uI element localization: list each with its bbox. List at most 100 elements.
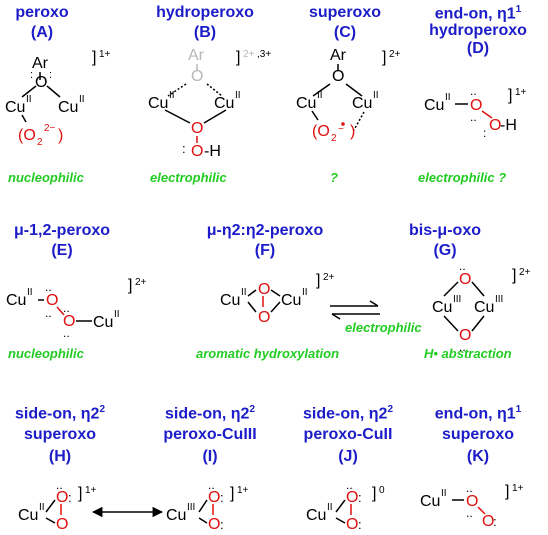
- svg-text:Cu: Cu: [220, 292, 240, 309]
- label-a: (A): [30, 24, 54, 41]
- title-end-on-superoxo-2: superoxo: [441, 426, 514, 443]
- svg-text::: :: [30, 69, 33, 81]
- svg-text:Cu: Cu: [424, 97, 444, 114]
- svg-text:II: II: [169, 90, 175, 101]
- svg-text::: :: [493, 514, 497, 529]
- svg-text:II: II: [114, 309, 120, 320]
- svg-text:..: ..: [459, 340, 466, 354]
- svg-text:II: II: [79, 94, 85, 105]
- svg-text:]: ]: [316, 272, 320, 289]
- svg-text::: :: [483, 126, 486, 140]
- label-e: (E): [51, 242, 73, 259]
- svg-text:..: ..: [466, 481, 473, 495]
- svg-text:O: O: [459, 271, 471, 288]
- svg-text:II: II: [317, 90, 323, 101]
- svg-text:0: 0: [379, 485, 385, 496]
- svg-text:O: O: [63, 313, 75, 330]
- svg-text:2+: 2+: [519, 267, 531, 278]
- svg-text:II: II: [241, 287, 247, 298]
- svg-text::: :: [220, 490, 224, 505]
- svg-text:1+: 1+: [85, 485, 97, 496]
- label-b: (B): [193, 24, 217, 41]
- label-c: (C): [333, 24, 357, 41]
- svg-text:O: O: [46, 292, 58, 309]
- svg-text:]: ]: [372, 485, 376, 502]
- svg-text:II: II: [235, 90, 241, 101]
- svg-text:Cu: Cu: [93, 314, 113, 331]
- svg-text:−: −: [338, 124, 344, 135]
- svg-text:,3+: ,3+: [257, 49, 271, 60]
- label-j: (J): [338, 448, 358, 465]
- svg-text:Cu: Cu: [214, 95, 234, 112]
- svg-text::: :: [220, 517, 224, 532]
- svg-text:Ar: Ar: [188, 47, 205, 64]
- svg-text:O: O: [258, 281, 270, 298]
- svg-text:(O: (O: [18, 127, 36, 144]
- svg-text:O: O: [459, 327, 471, 344]
- svg-text:1+: 1+: [515, 87, 527, 98]
- equilibrium-label: electrophilic: [345, 320, 422, 335]
- svg-text:..: ..: [459, 259, 466, 273]
- svg-text:Ar: Ar: [330, 47, 347, 64]
- svg-text:Ar: Ar: [32, 55, 49, 72]
- equilibrium-arrows: [330, 300, 380, 320]
- svg-text:..: ..: [45, 306, 52, 320]
- svg-text:..: ..: [45, 280, 52, 294]
- svg-text:O: O: [191, 68, 203, 85]
- svg-text:Cu: Cu: [432, 299, 452, 316]
- title-side-on-peroxo-cu2: side-on, η22: [302, 404, 393, 423]
- svg-text:2: 2: [37, 137, 43, 148]
- svg-text:Cu: Cu: [18, 507, 38, 524]
- svg-text:2+: 2+: [243, 49, 255, 60]
- svg-text:Cu: Cu: [5, 99, 25, 116]
- svg-text:..: ..: [346, 478, 353, 492]
- svg-text:]: ]: [128, 277, 132, 294]
- svg-text:Cu: Cu: [474, 299, 494, 316]
- title-side-on-superoxo: side-on, η22: [14, 404, 105, 423]
- svg-text:2: 2: [331, 133, 337, 144]
- svg-text:O: O: [332, 68, 344, 85]
- title-mu-eta-peroxo: μ-η2:η2-peroxo: [206, 222, 324, 239]
- svg-text:]: ]: [508, 87, 512, 104]
- title-side-on-peroxo-cu3-2: peroxo-CuIII: [163, 426, 257, 443]
- svg-text:(O: (O: [312, 123, 330, 140]
- label-d: (D): [466, 40, 490, 57]
- svg-text:O: O: [35, 74, 47, 91]
- svg-text:II: II: [327, 502, 333, 513]
- note-d-electrophilic: electrophilic ?: [418, 170, 507, 185]
- title-hydroperoxo: hydroperoxo: [156, 4, 254, 21]
- svg-text:II: II: [302, 287, 308, 298]
- svg-text:-H: -H: [204, 143, 221, 160]
- label-h: (H): [48, 448, 72, 465]
- svg-text:O: O: [346, 516, 358, 533]
- svg-text:1+: 1+: [237, 485, 249, 496]
- svg-text:..: ..: [470, 84, 477, 98]
- svg-text:O: O: [191, 120, 203, 137]
- svg-text:..: ..: [56, 478, 63, 492]
- svg-text:II: II: [27, 287, 33, 298]
- svg-text:O: O: [56, 489, 68, 506]
- svg-text:O: O: [208, 489, 220, 506]
- svg-text:1+: 1+: [99, 49, 111, 60]
- svg-text:Cu: Cu: [58, 99, 78, 116]
- svg-text:O: O: [489, 117, 501, 134]
- svg-text:O: O: [466, 493, 478, 510]
- svg-text:II: II: [441, 488, 447, 499]
- svg-text:Cu: Cu: [420, 493, 440, 510]
- svg-text:O: O: [56, 516, 68, 533]
- title-side-on-peroxo-cu2-2: peroxo-CuII: [303, 426, 393, 443]
- note-e-nucleophilic: nucleophilic: [8, 346, 84, 361]
- svg-text:III: III: [187, 502, 195, 513]
- svg-text:Cu: Cu: [296, 95, 316, 112]
- title-peroxo: peroxo: [15, 4, 69, 21]
- title-end-on-superoxo: end-on, η11: [434, 404, 522, 423]
